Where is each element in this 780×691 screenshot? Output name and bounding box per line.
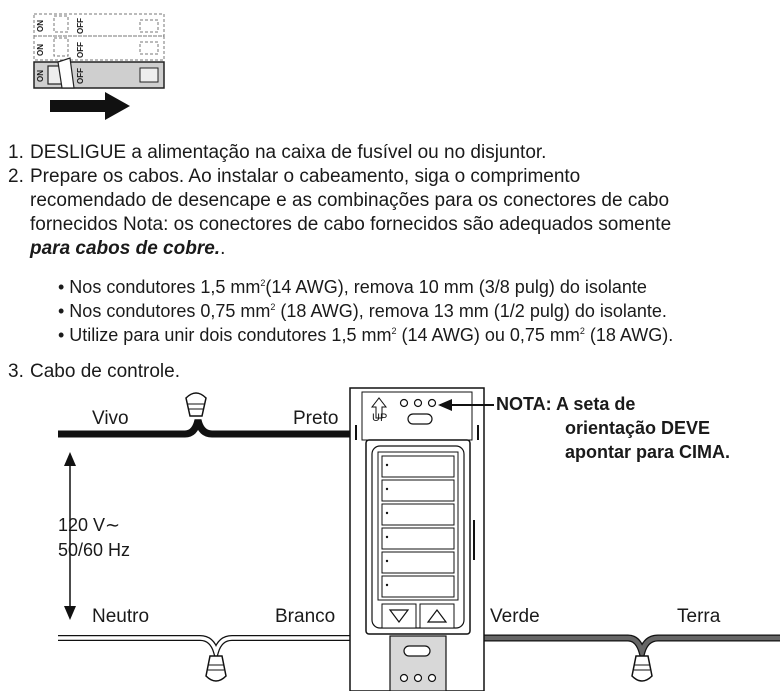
bullet-2-pre: • Nos condutores 0,75 mm — [58, 301, 271, 321]
bullet-3: • Utilize para unir dois condutores 1,5 … — [58, 323, 673, 347]
bullet-1-sup: 2 — [260, 278, 266, 288]
ground-wire — [484, 635, 780, 661]
bullet-3-post: (18 AWG). — [584, 325, 674, 345]
note-line1: NOTA: A seta de — [496, 394, 636, 414]
wire-nut-bottom-left — [205, 655, 227, 682]
note-line2: orientação DEVE — [565, 418, 711, 438]
wire-nut-top — [185, 392, 207, 417]
step-2-line3: fornecidos Nota: os conectores de cabo f… — [30, 214, 672, 235]
label-up: UP — [372, 412, 388, 424]
dimmer-device — [349, 387, 485, 691]
label-voltage: 120 V∼ — [58, 515, 121, 535]
hot-wire — [58, 419, 350, 438]
step-2: 2. Prepare os cabos. Ao instalar o cabeam… — [8, 165, 580, 189]
step-2-line2: recomendado de desencape e as combinaçõe… — [30, 190, 670, 211]
bullet-3-sup2: 2 — [579, 326, 585, 336]
label-frequency: 50/60 Hz — [58, 540, 131, 560]
neutral-wire — [58, 636, 350, 659]
wire-nut-bottom-right — [631, 655, 653, 682]
step-3-text: Cabo de controle. — [30, 361, 180, 382]
step-3-number: 3. — [8, 361, 24, 382]
bullet-2-sup: 2 — [270, 302, 276, 312]
bullet-1-post: (14 AWG), remova 10 mm (3/8 pulg) do iso… — [265, 277, 647, 297]
step-3: 3. Cabo de controle. — [8, 360, 180, 384]
step-1: 1. DESLIGUE a alimentação na caixa de fus… — [8, 141, 546, 165]
step-2-line4-tail: . — [220, 238, 226, 259]
step-2-line1: Prepare os cabos. Ao instalar o cabeamen… — [30, 166, 581, 187]
bullet-2: • Nos condutores 0,75 mm2 (18 AWG), remo… — [58, 299, 667, 323]
note-line3: apontar para CIMA. — [565, 442, 731, 462]
bullet-2-post: (18 AWG), remova 13 mm (1/2 pulg) do iso… — [275, 301, 667, 321]
label-terra: Terra — [677, 606, 721, 627]
label-vivo: Vivo — [92, 408, 129, 429]
label-preto: Preto — [293, 408, 339, 429]
label-neutro: Neutro — [92, 606, 150, 627]
step-2-bold-text: para cabos de cobre. — [30, 238, 221, 259]
step-2-line4: para cabos de cobre.. — [30, 237, 225, 261]
step-1-text: DESLIGUE a alimentação na caixa de fusív… — [30, 142, 547, 163]
step-2-number: 2. — [8, 166, 24, 187]
label-branco: Branco — [275, 606, 336, 627]
bullet-3-sup: 2 — [391, 326, 397, 336]
bullet-3-pre: • Utilize para unir dois condutores 1,5 … — [58, 325, 392, 345]
bullet-1: • Nos condutores 1,5 mm2(14 AWG), remova… — [58, 275, 647, 299]
step-1-number: 1. — [8, 142, 24, 163]
label-verde: Verde — [490, 606, 540, 627]
bullet-3-mid: (14 AWG) ou 0,75 mm — [396, 325, 580, 345]
bullet-1-pre: • Nos condutores 1,5 mm — [58, 277, 261, 297]
